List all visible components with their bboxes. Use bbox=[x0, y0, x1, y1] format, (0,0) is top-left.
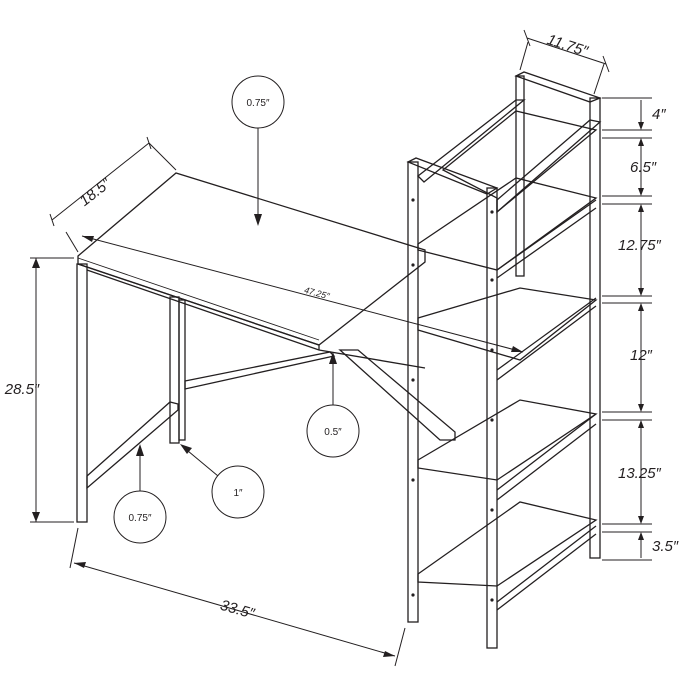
dimension-lines bbox=[30, 29, 652, 667]
label-base-width: 33.5″ bbox=[218, 597, 257, 623]
label-shelf-depth: 11.75″ bbox=[545, 31, 591, 60]
label-top-depth: 18.5″ bbox=[76, 175, 114, 210]
callout-leg-label: 1″ bbox=[233, 488, 243, 499]
callout-top-thickness: 0.75″ bbox=[231, 75, 285, 226]
callout-footbar-label: 0.75″ bbox=[128, 513, 151, 524]
label-top-width: 47.25″ bbox=[303, 285, 331, 302]
shelf-top bbox=[441, 110, 598, 214]
callout-top-thickness-label: 0.75″ bbox=[246, 98, 269, 109]
label-shelf-gap-5: 13.25″ bbox=[618, 465, 662, 482]
label-shelf-gap-1: 4″ bbox=[652, 106, 666, 123]
callout-leg: 1″ bbox=[180, 444, 265, 519]
callout-footbar: 0.75″ bbox=[113, 444, 167, 544]
shelf-5 bbox=[417, 501, 598, 611]
label-height: 28.5″ bbox=[4, 381, 40, 398]
desk-top bbox=[77, 172, 426, 350]
dimension-labels: 18.5″ 47.25″ 28.5″ 33.5″ 11.75″ 4″ 6.5″ … bbox=[4, 31, 679, 623]
shelf-3 bbox=[417, 287, 598, 381]
label-shelf-gap-3: 12.75″ bbox=[618, 237, 662, 254]
callout-crossbar-label: 0.5″ bbox=[324, 427, 342, 438]
bookcase bbox=[406, 71, 602, 649]
label-shelf-gap-6: 3.5″ bbox=[652, 538, 679, 555]
desk-frame bbox=[76, 263, 456, 523]
label-shelf-gap-2: 6.5″ bbox=[630, 159, 657, 176]
callout-crossbar: 0.5″ bbox=[306, 352, 360, 458]
rivets bbox=[411, 198, 494, 602]
shelf-2 bbox=[417, 177, 598, 279]
label-shelf-gap-4: 12″ bbox=[630, 347, 653, 364]
shelf-4 bbox=[417, 399, 598, 501]
